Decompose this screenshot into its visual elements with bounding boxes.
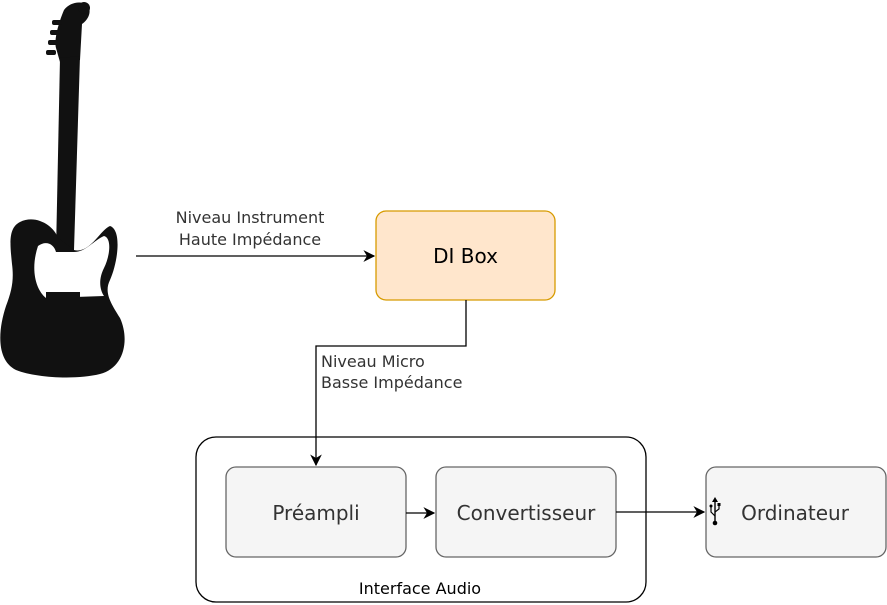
edge-label-mic-level: Niveau Micro bbox=[321, 352, 425, 371]
usb-icon bbox=[709, 497, 721, 526]
edge-label-high-impedance: Haute Impédance bbox=[179, 230, 321, 249]
edge-guitar-to-di: Niveau Instrument Haute Impédance bbox=[136, 208, 376, 262]
edge-label-instrument-level: Niveau Instrument bbox=[176, 208, 325, 227]
node-ordinateur[interactable]: Ordinateur bbox=[705, 466, 887, 558]
di-box-label: DI Box bbox=[433, 244, 498, 268]
electric-guitar-icon bbox=[0, 2, 125, 378]
node-di-box[interactable]: DI Box bbox=[375, 210, 556, 301]
edge-di-to-preampli: Niveau Micro Basse Impédance bbox=[310, 300, 467, 467]
convertisseur-label: Convertisseur bbox=[457, 501, 596, 525]
group-interface-audio[interactable]: Interface Audio bbox=[195, 436, 647, 603]
interface-audio-label: Interface Audio bbox=[359, 579, 481, 598]
node-preampli[interactable]: Préampli bbox=[225, 466, 407, 558]
preampli-label: Préampli bbox=[272, 501, 359, 525]
edge-label-low-impedance: Basse Impédance bbox=[321, 373, 462, 392]
ordinateur-label: Ordinateur bbox=[741, 501, 850, 525]
node-convertisseur[interactable]: Convertisseur bbox=[435, 466, 617, 558]
